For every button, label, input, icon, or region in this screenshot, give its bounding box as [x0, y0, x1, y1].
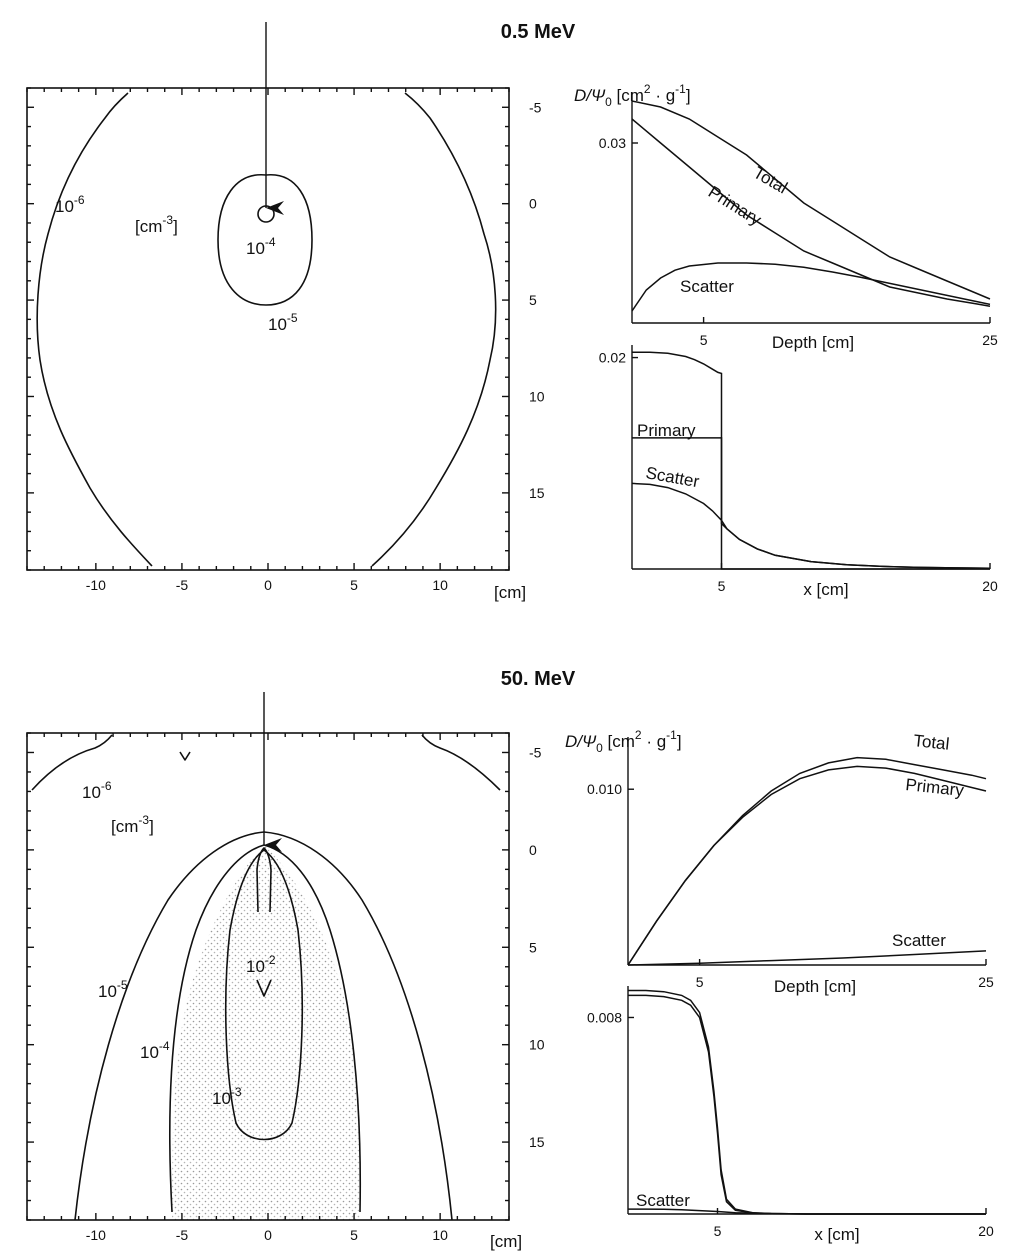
x-axis-label: Depth [cm]	[774, 977, 856, 996]
y-tick-label: 15	[529, 485, 545, 501]
x-tick-label: 20	[982, 578, 998, 594]
x-tick-label: 10	[432, 577, 448, 593]
x-tick-label: 10	[432, 1227, 448, 1243]
series-label-scatter: Scatter	[636, 1191, 690, 1210]
series-line-scatter	[627, 950, 987, 966]
contour-label-10e-6: 10-6	[82, 779, 112, 802]
contour-label-10e-4: 10-4	[140, 1039, 170, 1062]
series-label-total: Total	[750, 163, 791, 197]
panel-50mev-lateral: 5 20 0.008 x [cm] Scatter	[587, 986, 994, 1244]
x-unit-label: [cm]	[490, 1232, 522, 1251]
series-line-total	[631, 100, 991, 300]
series-line-total	[632, 351, 991, 570]
y-tick-label: -5	[529, 99, 542, 115]
contour-10e-6-right	[371, 92, 497, 567]
beam-marker-top	[179, 751, 191, 761]
series-label-primary: Primary	[637, 421, 696, 440]
x-tick-label: 0	[264, 577, 272, 593]
series-label-total: Total	[913, 731, 951, 754]
series-line-primary	[628, 994, 986, 1215]
y-tick-label: 10	[529, 1037, 545, 1053]
y-tick-label: 0.010	[587, 781, 622, 797]
x-tick-label: 5	[714, 1223, 722, 1239]
dose-shading	[172, 845, 360, 1220]
x-tick-label: 5	[696, 974, 704, 990]
frame-ticks	[26, 87, 510, 571]
contour-10e-2-tip	[256, 979, 272, 997]
x-tick-label: -10	[86, 1227, 106, 1243]
y-tick-label: -5	[529, 744, 542, 760]
panel-0p5mev-lateral: 5 20 0.02 x [cm] Primary Scatter	[599, 345, 998, 599]
panel-title: 50. MeV	[501, 668, 576, 690]
panel-0p5mev-contour: 0.5 MeV -10 -5 0 5 10 -5 0 5 10 15 [cm] [cm-3] 1…	[26, 21, 576, 602]
x-tick-label: 5	[350, 1227, 358, 1243]
frame-ticks	[26, 732, 510, 1221]
contour-10e-6-left	[36, 92, 153, 567]
y-tick-label: 5	[529, 292, 537, 308]
contour-label-10e-2: 10-2	[246, 953, 276, 976]
series-label-scatter: Scatter	[892, 931, 946, 950]
x-tick-label: -10	[86, 577, 106, 593]
unit-label: [cm-3]	[135, 213, 178, 236]
y-tick-label: 0.008	[587, 1009, 622, 1025]
x-tick-label: -5	[176, 577, 189, 593]
y-tick-label: 10	[529, 388, 545, 404]
y-tick-label: 0	[529, 196, 537, 212]
unit-label: [cm-3]	[111, 813, 154, 836]
x-axis-label: x [cm]	[814, 1225, 859, 1244]
panel-50mev-depth-dose: D/Ψ0 [cm2 · g-1] 5 25 0.010 Depth [cm] Tot…	[565, 728, 994, 996]
contour-label-10e-5: 10-5	[268, 311, 298, 334]
y-axis-label: D/Ψ0 [cm2 · g-1]	[574, 82, 691, 109]
contour-label-10e-5: 10-5	[98, 978, 128, 1001]
x-tick-label: 25	[978, 974, 994, 990]
y-tick-label: 0	[529, 842, 537, 858]
x-tick-label: 20	[978, 1223, 994, 1239]
x-tick-label: 25	[982, 332, 998, 348]
contour-label-10e-6: 10-6	[55, 193, 85, 216]
series-line-scatter	[631, 482, 991, 570]
series-line-primary	[632, 437, 990, 570]
x-axis-label: x [cm]	[803, 580, 848, 599]
series-line-primary	[631, 118, 991, 307]
x-axis-label: Depth [cm]	[772, 333, 854, 352]
x-tick-label: 5	[700, 332, 708, 348]
panel-0p5mev-depth-dose: D/Ψ0 [cm2 · g-1] 5 25 0.03 Depth [cm] Tota…	[574, 82, 998, 352]
x-tick-label: 5	[718, 578, 726, 594]
series-line-scatter	[631, 262, 991, 312]
series-label-scatter: Scatter	[680, 277, 734, 296]
contour-label-10e-4: 10-4	[246, 235, 276, 258]
y-tick-label: 0.02	[599, 350, 626, 366]
y-tick-label: 15	[529, 1134, 545, 1150]
contour-10e-6-left	[31, 734, 113, 791]
contour-label-10e-3: 10-3	[212, 1085, 242, 1108]
x-tick-label: 5	[350, 577, 358, 593]
series-label-scatter: Scatter	[644, 463, 701, 491]
contour-10e-6-right	[421, 734, 501, 791]
x-tick-labels: -10 -5 0 5 10	[86, 577, 448, 593]
panel-title: 0.5 MeV	[501, 21, 576, 43]
series-label-primary: Primary	[905, 775, 966, 800]
contour-10e-3	[224, 849, 304, 1141]
series-line-scatter	[628, 1208, 986, 1215]
series-line-total	[628, 989, 986, 1215]
y-tick-labels: -5 0 5 10 15	[529, 744, 545, 1150]
series-line-primary	[627, 765, 987, 966]
y-tick-label: 5	[529, 939, 537, 955]
x-tick-labels: -10 -5 0 5 10	[86, 1227, 448, 1243]
x-tick-label: -5	[176, 1227, 189, 1243]
contour-10e-5	[217, 174, 313, 306]
y-tick-labels: -5 0 5 10 15	[529, 99, 545, 501]
x-tick-label: 0	[264, 1227, 272, 1243]
panel-50mev-contour: 50. MeV -10 -5 0 5 10 -5 0 5 10 15 [cm] 10-6 [cm…	[26, 668, 576, 1251]
y-axis-label: D/Ψ0 [cm2 · g-1]	[565, 728, 682, 755]
contour-10e-4	[257, 205, 275, 223]
x-unit-label: [cm]	[494, 583, 526, 602]
y-tick-label: 0.03	[599, 135, 626, 151]
series-label-primary: Primary	[705, 182, 765, 229]
